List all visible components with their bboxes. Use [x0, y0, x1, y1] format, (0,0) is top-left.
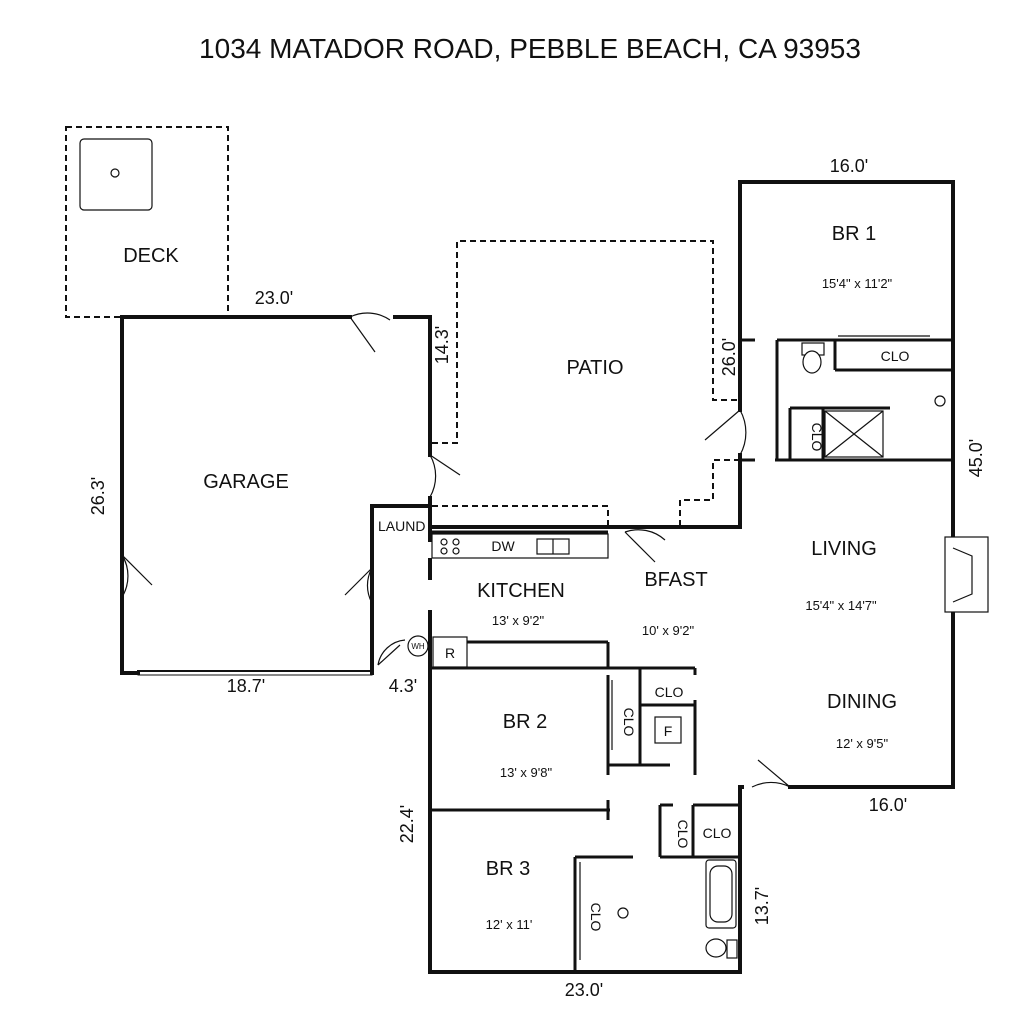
refrigerator-label: R — [445, 645, 455, 661]
living-dining-area: LIVING 15'4" x 14'7" DINING 12' x 9'5" — [805, 538, 897, 751]
dim-bottom: 23.0' — [565, 980, 603, 1000]
garage-label: GARAGE — [203, 471, 289, 493]
dim-right-side: 45.0' — [966, 439, 986, 477]
dimension-labels: 23.0' 26.3' 18.7' 14.3' 26.0' 16.0' 45.0… — [88, 156, 986, 1000]
bath-closet-label: CLO — [675, 820, 691, 849]
br1-bath-closet-label: CLO — [809, 423, 825, 452]
hall-closet-label: CLO — [655, 684, 684, 700]
address-title: 1034 MATADOR ROAD, PEBBLE BEACH, CA 9395… — [199, 33, 861, 64]
deck-label: DECK — [123, 245, 179, 267]
living-label: LIVING — [811, 538, 877, 560]
br1-area: CLO CLO BR 1 15'4" x 11'2" — [740, 223, 953, 462]
dim-garage-bottom: 18.7' — [227, 676, 265, 696]
br1-label: BR 1 — [832, 223, 876, 245]
linen-closet-label: CLO — [703, 825, 732, 841]
dim-patio-left: 14.3' — [432, 326, 452, 364]
br3-closet-label: CLO — [588, 903, 604, 932]
garage-area: GARAGE — [120, 312, 461, 676]
dining-size: 12' x 9'5" — [836, 736, 889, 751]
br2-area: CLO CLO F BR 2 13' x 9'8" — [430, 666, 697, 780]
kitchen-fixtures: DW LAUND KITCHEN 13' x 9'2" BFAST 10' x … — [378, 518, 708, 638]
br1-closet-label: CLO — [881, 348, 910, 364]
dim-garage-left: 26.3' — [88, 477, 108, 515]
br1-size: 15'4" x 11'2" — [822, 276, 893, 291]
br2-closet-label: CLO — [621, 708, 637, 737]
dim-br1-top: 16.0' — [830, 156, 868, 176]
dim-bath-right: 13.7' — [752, 887, 772, 925]
water-heater-label: WH — [411, 642, 425, 651]
kitchen-label: KITCHEN — [477, 580, 565, 602]
furnace-label: F — [664, 723, 673, 739]
br3-area: CLO CLO CLO BR 3 12' x 11' — [430, 800, 740, 972]
br3-size: 12' x 11' — [486, 917, 533, 932]
living-size: 15'4" x 14'7" — [805, 598, 877, 613]
br3-label: BR 3 — [486, 858, 530, 880]
dim-dining-bottom: 16.0' — [869, 795, 907, 815]
dishwasher-label: DW — [491, 538, 515, 554]
deck-area: DECK — [65, 126, 229, 318]
laundry-label: LAUND — [378, 518, 425, 534]
dim-patio-right: 26.0' — [719, 338, 739, 376]
bfast-label: BFAST — [644, 569, 707, 591]
br2-label: BR 2 — [503, 711, 547, 733]
kitchen-size: 13' x 9'2" — [492, 613, 545, 628]
dim-br-left: 22.4' — [397, 805, 417, 843]
house-walls — [377, 180, 955, 974]
dim-garage-top: 23.0' — [255, 288, 293, 308]
patio-label: PATIO — [566, 357, 623, 379]
dim-laund-step: 4.3' — [389, 676, 417, 696]
dining-label: DINING — [827, 691, 897, 713]
fireplace — [944, 536, 989, 613]
br2-size: 13' x 9'8" — [500, 765, 553, 780]
patio-area: PATIO — [432, 240, 740, 530]
bfast-size: 10' x 9'2" — [642, 623, 695, 638]
utility-fixtures: WH R — [407, 635, 610, 668]
